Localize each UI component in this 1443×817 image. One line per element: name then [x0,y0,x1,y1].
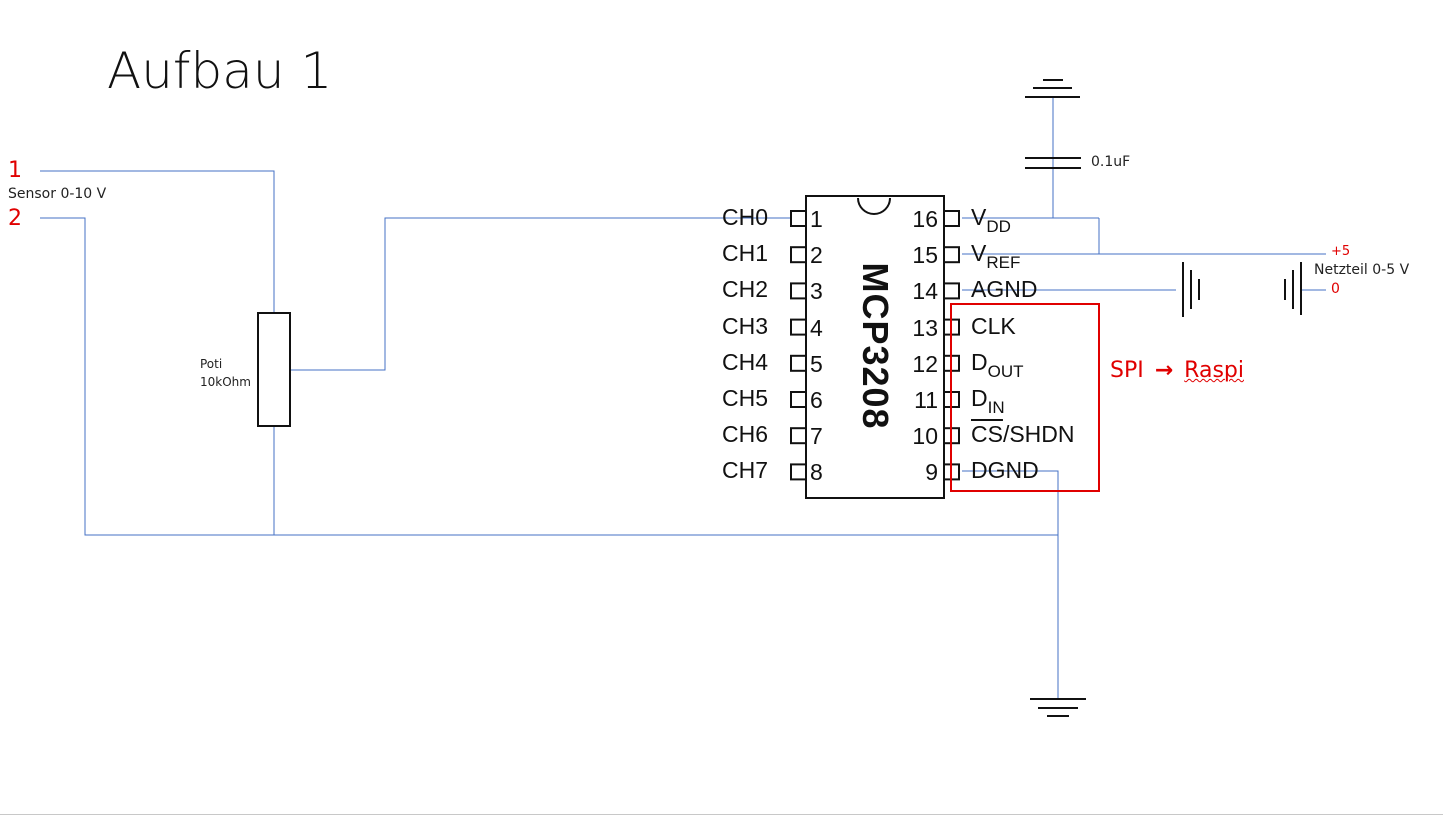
pin-stub-right [943,246,960,264]
supply-zero-label: 0 [1331,281,1340,297]
pin-name-suffix: /SHDN [1002,421,1075,448]
pin-name-right: AGND [971,276,1037,303]
pin-stub-right [943,210,960,227]
pin-stub-left [790,318,807,336]
battery-symbol [1284,262,1302,315]
wire-sensor1-to-poti [40,170,275,313]
pin-number-left: 2 [810,242,823,269]
pin-name-base: DGND [971,457,1039,484]
pin-number-right: 15 [912,242,938,269]
ground-symbol-top [1025,79,1080,98]
pin-name-base: D [971,385,988,411]
pin-name-right: DOUT [971,348,1024,381]
pin-number-right: 11 [914,387,938,413]
pin-number-right: 13 [912,314,938,341]
pin-number-right: 14 [912,278,938,305]
pin-number-left: 3 [810,278,823,305]
spi-annotation: SPI → Raspi [1110,358,1244,383]
wire-wiper-to-ch0 [274,217,790,371]
arrow-icon: → [1154,358,1174,383]
pin-number-right: 12 [912,350,938,377]
pin-name-right: CLK [971,313,1016,340]
pin-name-left: CH6 [722,421,769,448]
pin-name-left: CH0 [722,204,769,230]
poti-body [257,312,291,427]
pin-name-left: CH3 [722,312,769,339]
capacitor-symbol [1025,157,1081,169]
wire-group [40,97,1326,698]
pin-name-base: D [971,348,988,375]
pin-number-left: 7 [810,423,823,450]
chip-name: MCP3208 [855,262,896,430]
chip-body [805,195,945,499]
spi-label: SPI [1110,358,1144,383]
ground-symbol-agnd [1182,262,1200,317]
pin-number-right: 10 [912,423,938,450]
mcp3208-chip [790,195,960,499]
pin-stub-left [790,282,807,300]
pin-name-subscript: OUT [987,361,1024,381]
pin-name-base: AGND [971,276,1038,303]
page-title: Aufbau 1 [107,42,333,100]
pin-number-left: 6 [810,387,823,413]
supply-label: Netzteil 0-5 V [1314,262,1410,278]
pin-stub-left [790,210,807,227]
pin-name-subscript: REF [986,253,1021,273]
pin-name-left: CH5 [722,385,769,411]
capacitor-label: 0.1uF [1091,154,1131,170]
pin-stub-right [943,282,960,300]
pin-number-left: 8 [810,459,823,486]
pin-number-left: 1 [810,206,823,232]
pin-number-left: 5 [810,350,823,377]
spi-highlight-box [950,303,1100,492]
pin-name-base: V [971,240,987,267]
pin-number-right: 9 [925,459,938,486]
pin-number-left: 4 [810,314,823,341]
pin-name-base: CLK [971,312,1016,339]
pin-name-right: DGND [971,457,1039,484]
pin-name-subscript: IN [987,398,1005,417]
pin-name-left: CH1 [722,240,769,267]
pin-name-left: CH2 [722,276,769,303]
pin-name-subscript: DD [986,217,1011,236]
pin-stub-left [790,427,807,445]
wire-dgnd-to-ground [962,470,1059,698]
pin-stub-left [790,391,807,408]
pin-name-right: CS/SHDN [971,421,1075,448]
supply-plus-label: +5 [1331,244,1351,259]
pin-name-left: CH4 [722,348,769,375]
bottom-divider [0,814,1443,815]
pin-stub-left [790,354,807,372]
raspi-label: Raspi [1184,358,1244,383]
poti-label-line2: 10kOhm [200,375,251,389]
pin-stub-left [790,463,807,481]
pin-name-right: VDD [971,204,1011,236]
poti-label-line1: Poti [200,357,223,371]
wire-sensor2-ground-bus [40,217,1058,536]
pin-number-right: 16 [912,206,938,232]
sensor-label: Sensor 0-10 V [8,186,107,202]
sensor-pin2-label: 2 [8,206,22,231]
ground-symbol-bottom [1030,698,1086,717]
pin-stub-left [790,246,807,264]
chip-notch [857,197,891,215]
pin-name-left: CH7 [722,457,769,484]
sensor-pin1-label: 1 [8,158,22,183]
pin-name-right: DIN [971,385,1005,417]
pin-name-base: CS [971,421,1003,448]
pin-name-right: VREF [971,240,1020,272]
pin-name-base: V [971,204,987,230]
